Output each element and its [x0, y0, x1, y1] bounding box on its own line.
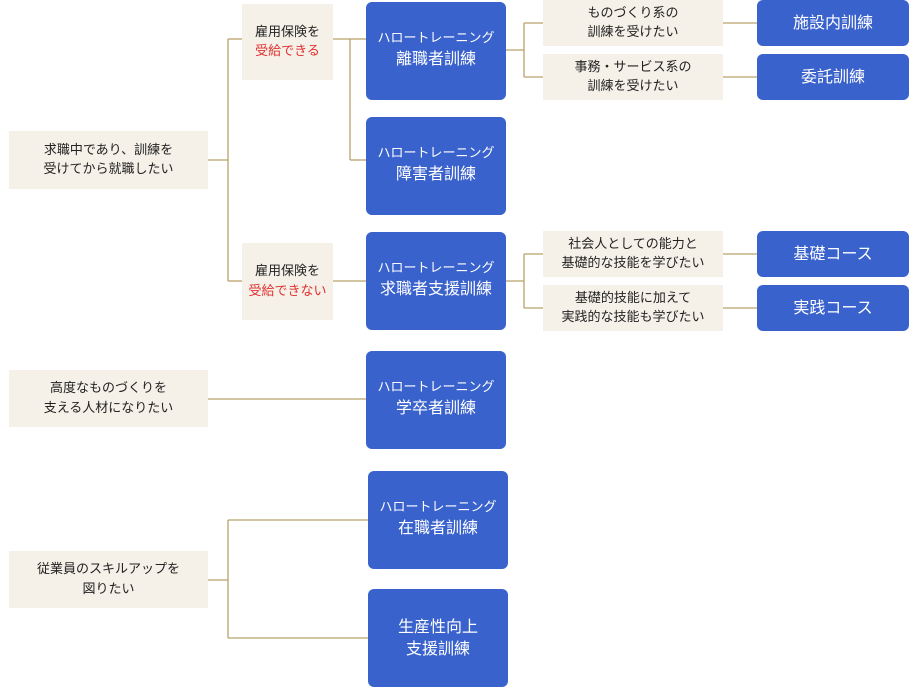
program-zaishokusha: ハロートレーニング 在職者訓練	[368, 471, 508, 569]
condition-advanced: 高度なものづくりを 支える人材になりたい	[9, 370, 208, 427]
outcome-name: 実践コース	[793, 297, 873, 317]
condition-unemployed: 求職中であり、訓練を 受けてから就職したい	[9, 131, 208, 189]
condition-text: 高度なものづくりを	[49, 381, 167, 396]
program-prefix: ハロートレーニング	[377, 261, 495, 277]
condition-text: 支える人材になりたい	[43, 400, 174, 416]
outcome-name: 委託訓練	[800, 66, 865, 86]
program-name: 障害者訓練	[395, 164, 476, 184]
program-name: 学卒者訓練	[395, 398, 476, 418]
condition-text: 基礎的な技能を学びたい	[561, 256, 705, 271]
program-name: 在職者訓練	[397, 518, 478, 538]
condition-text: 事務・サービス系の	[574, 59, 692, 75]
condition-text: 実践的な技能も学びたい	[561, 310, 705, 325]
outcome-name: 基礎コース	[793, 243, 873, 263]
outcome-name: 施設内訓練	[792, 12, 873, 32]
outcome-shisetsunai: 施設内訓練	[757, 0, 909, 46]
program-prefix: ハロートレーニング	[379, 500, 497, 516]
condition-text: 訓練を受けたい	[587, 79, 679, 94]
condition-text: ものづくり系の	[587, 5, 679, 21]
condition-text: 受けてから就職したい	[43, 162, 174, 177]
outcome-itaku: 委託訓練	[757, 54, 909, 100]
condition-text: 雇用保険を	[254, 264, 320, 279]
condition-text: 従業員のスキルアップを	[36, 562, 180, 577]
condition-highlight-text: 受給できない	[248, 283, 327, 299]
program-prefix: ハロートレーニング	[377, 31, 495, 47]
outcome-kiso: 基礎コース	[757, 231, 909, 277]
condition-text: 雇用保険を	[254, 24, 320, 40]
condition-employee: 従業員のスキルアップを 図りたい	[9, 551, 208, 608]
program-name: 求職者支援訓練	[379, 279, 492, 299]
program-name: 離職者訓練	[395, 49, 476, 69]
program-prefix: ハロートレーニング	[377, 146, 495, 162]
program-rishokusha: ハロートレーニング 離職者訓練	[366, 2, 506, 100]
outcome-jissen: 実践コース	[757, 285, 909, 331]
program-name: 支援訓練	[405, 639, 470, 658]
program-gakusotsu: ハロートレーニング 学卒者訓練	[366, 351, 506, 449]
condition-not-insured: 雇用保険を 受給できない	[242, 243, 333, 320]
program-name: 生産性向上	[397, 616, 478, 636]
condition-practical: 基礎的技能に加えて 実践的な技能も学びたい	[543, 285, 723, 331]
program-prefix: ハロートレーニング	[377, 380, 495, 396]
condition-text: 基礎的技能に加えて	[574, 290, 692, 306]
condition-text: 求職中であり、訓練を	[43, 142, 174, 158]
condition-mono: ものづくり系の 訓練を受けたい	[543, 0, 723, 46]
program-kyushokusha: ハロートレーニング 求職者支援訓練	[366, 232, 506, 330]
program-seisansei: 生産性向上 支援訓練	[368, 589, 508, 687]
condition-highlight-text: 受給できる	[255, 44, 320, 59]
program-shogaisha: ハロートレーニング 障害者訓練	[366, 117, 506, 215]
condition-text: 訓練を受けたい	[587, 25, 679, 40]
condition-text: 社会人としての能力と	[568, 236, 698, 252]
condition-service: 事務・サービス系の 訓練を受けたい	[543, 54, 723, 100]
condition-insured: 雇用保険を 受給できる	[242, 4, 333, 80]
condition-social: 社会人としての能力と 基礎的な技能を学びたい	[543, 231, 723, 277]
condition-text: 図りたい	[82, 581, 135, 597]
